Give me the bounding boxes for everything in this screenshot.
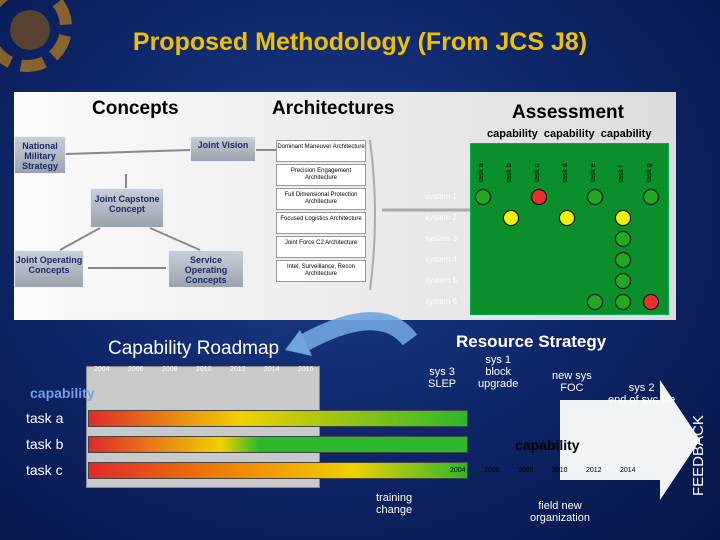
arch-isr: Intel, Surveillance, Recon Architecture: [276, 260, 366, 282]
arch-dominant-maneuver: Dominant Maneuver Architecture: [276, 140, 366, 162]
roadmap-year-2010: 2010: [196, 366, 212, 373]
task-column-1: task b: [506, 163, 513, 182]
arch-precision-engagement: Precision Engagement Architecture: [276, 164, 366, 186]
joint-operating-concepts-box: Joint Operating Concepts: [14, 250, 84, 288]
roadmap-capability-label: capability: [30, 385, 95, 401]
system-label-4: system 4: [425, 255, 458, 264]
resource-year-2010: 2010: [552, 467, 568, 474]
resource-year-2006: 2006: [484, 467, 500, 474]
assessment-dot-5-6: [615, 273, 631, 289]
roadmap-title: Capability Roadmap: [108, 338, 280, 359]
roadmap-year-2012: 2012: [230, 366, 246, 373]
sys1-label: sys 1 block upgrade: [478, 354, 519, 390]
resource-year-2004: 2004: [450, 467, 466, 474]
assessment-header: Assessment: [512, 102, 624, 123]
task-column-3: task d: [562, 163, 569, 182]
training-change-label: training change: [376, 492, 413, 516]
concepts-header: Concepts: [92, 98, 179, 119]
resource-title: Resource Strategy: [456, 332, 607, 351]
system-label-6: system 6: [425, 297, 458, 306]
roadmap-task-a: task a: [26, 410, 64, 426]
task-a-bar: [88, 410, 468, 427]
sys3-label: sys 3 SLEP: [428, 366, 457, 390]
sys2-label: sys 2 end of svc life: [608, 382, 676, 406]
assessment-dot-1-3: [531, 189, 547, 205]
task-column-0: task a: [478, 163, 485, 182]
roadmap-year-2004: 2004: [94, 366, 110, 373]
system-label-1: system 1: [425, 192, 458, 201]
roadmap-year-2006: 2006: [128, 366, 144, 373]
roadmap-task-c: task c: [26, 462, 63, 478]
system-label-3: system 3: [425, 234, 458, 243]
joint-capstone-concept-box: Joint Capstone Concept: [90, 188, 164, 228]
field-organization-label: field new organization: [530, 500, 590, 524]
joint-vision-box: Joint Vision: [190, 136, 256, 162]
newsys-label: new sys FOC: [552, 370, 592, 394]
assessment-dot-1-1: [475, 189, 491, 205]
architectures-header: Architectures: [272, 98, 395, 119]
task-column-4: task e: [590, 163, 597, 182]
resource-year-2012: 2012: [586, 467, 602, 474]
assessment-matrix: [470, 143, 669, 315]
resource-capability-label: capability: [515, 437, 580, 453]
capability-header: capability capability capability: [487, 128, 652, 140]
assessment-dot-1-7: [643, 189, 659, 205]
system-label-2: system 2: [425, 213, 458, 222]
arch-joint-force-c2: Joint Force C2 Architecture: [276, 236, 366, 258]
assessment-dot-4-6: [615, 252, 631, 268]
service-operating-concepts-box: Service Operating Concepts: [168, 250, 244, 288]
national-military-strategy-box: National Military Strategy: [14, 136, 66, 174]
arch-full-dimensional-protection: Full Dimensional Protection Architecture: [276, 188, 366, 210]
task-column-5: task f: [618, 165, 625, 182]
system-label-5: system 5: [425, 276, 458, 285]
task-b-bar: [88, 436, 468, 453]
assessment-dot-2-6: [615, 210, 631, 226]
assessment-dot-6-6: [615, 294, 631, 310]
assessment-dot-1-5: [587, 189, 603, 205]
gear-center-icon: [10, 10, 50, 50]
roadmap-task-b: task b: [26, 436, 64, 452]
assessment-dot-2-4: [559, 210, 575, 226]
roadmap-year-2014: 2014: [264, 366, 280, 373]
roadmap-year-2008: 2008: [162, 366, 178, 373]
task-column-2: task c: [534, 163, 541, 182]
task-column-6: task g: [646, 163, 653, 182]
feedback-label: FEEDBACK: [690, 415, 707, 496]
resource-year-2008: 2008: [518, 467, 534, 474]
resource-year-2014: 2014: [620, 467, 636, 474]
assessment-dot-2-2: [503, 210, 519, 226]
assessment-dot-6-5: [587, 294, 603, 310]
task-c-bar: [88, 462, 468, 479]
page-title: Proposed Methodology (From JCS J8): [132, 28, 588, 56]
assessment-dot-6-7: [643, 294, 659, 310]
arch-focused-logistics: Focused Logistics Architecture: [276, 212, 366, 234]
roadmap-year-2016: 2016: [298, 366, 314, 373]
assessment-dot-3-6: [615, 231, 631, 247]
